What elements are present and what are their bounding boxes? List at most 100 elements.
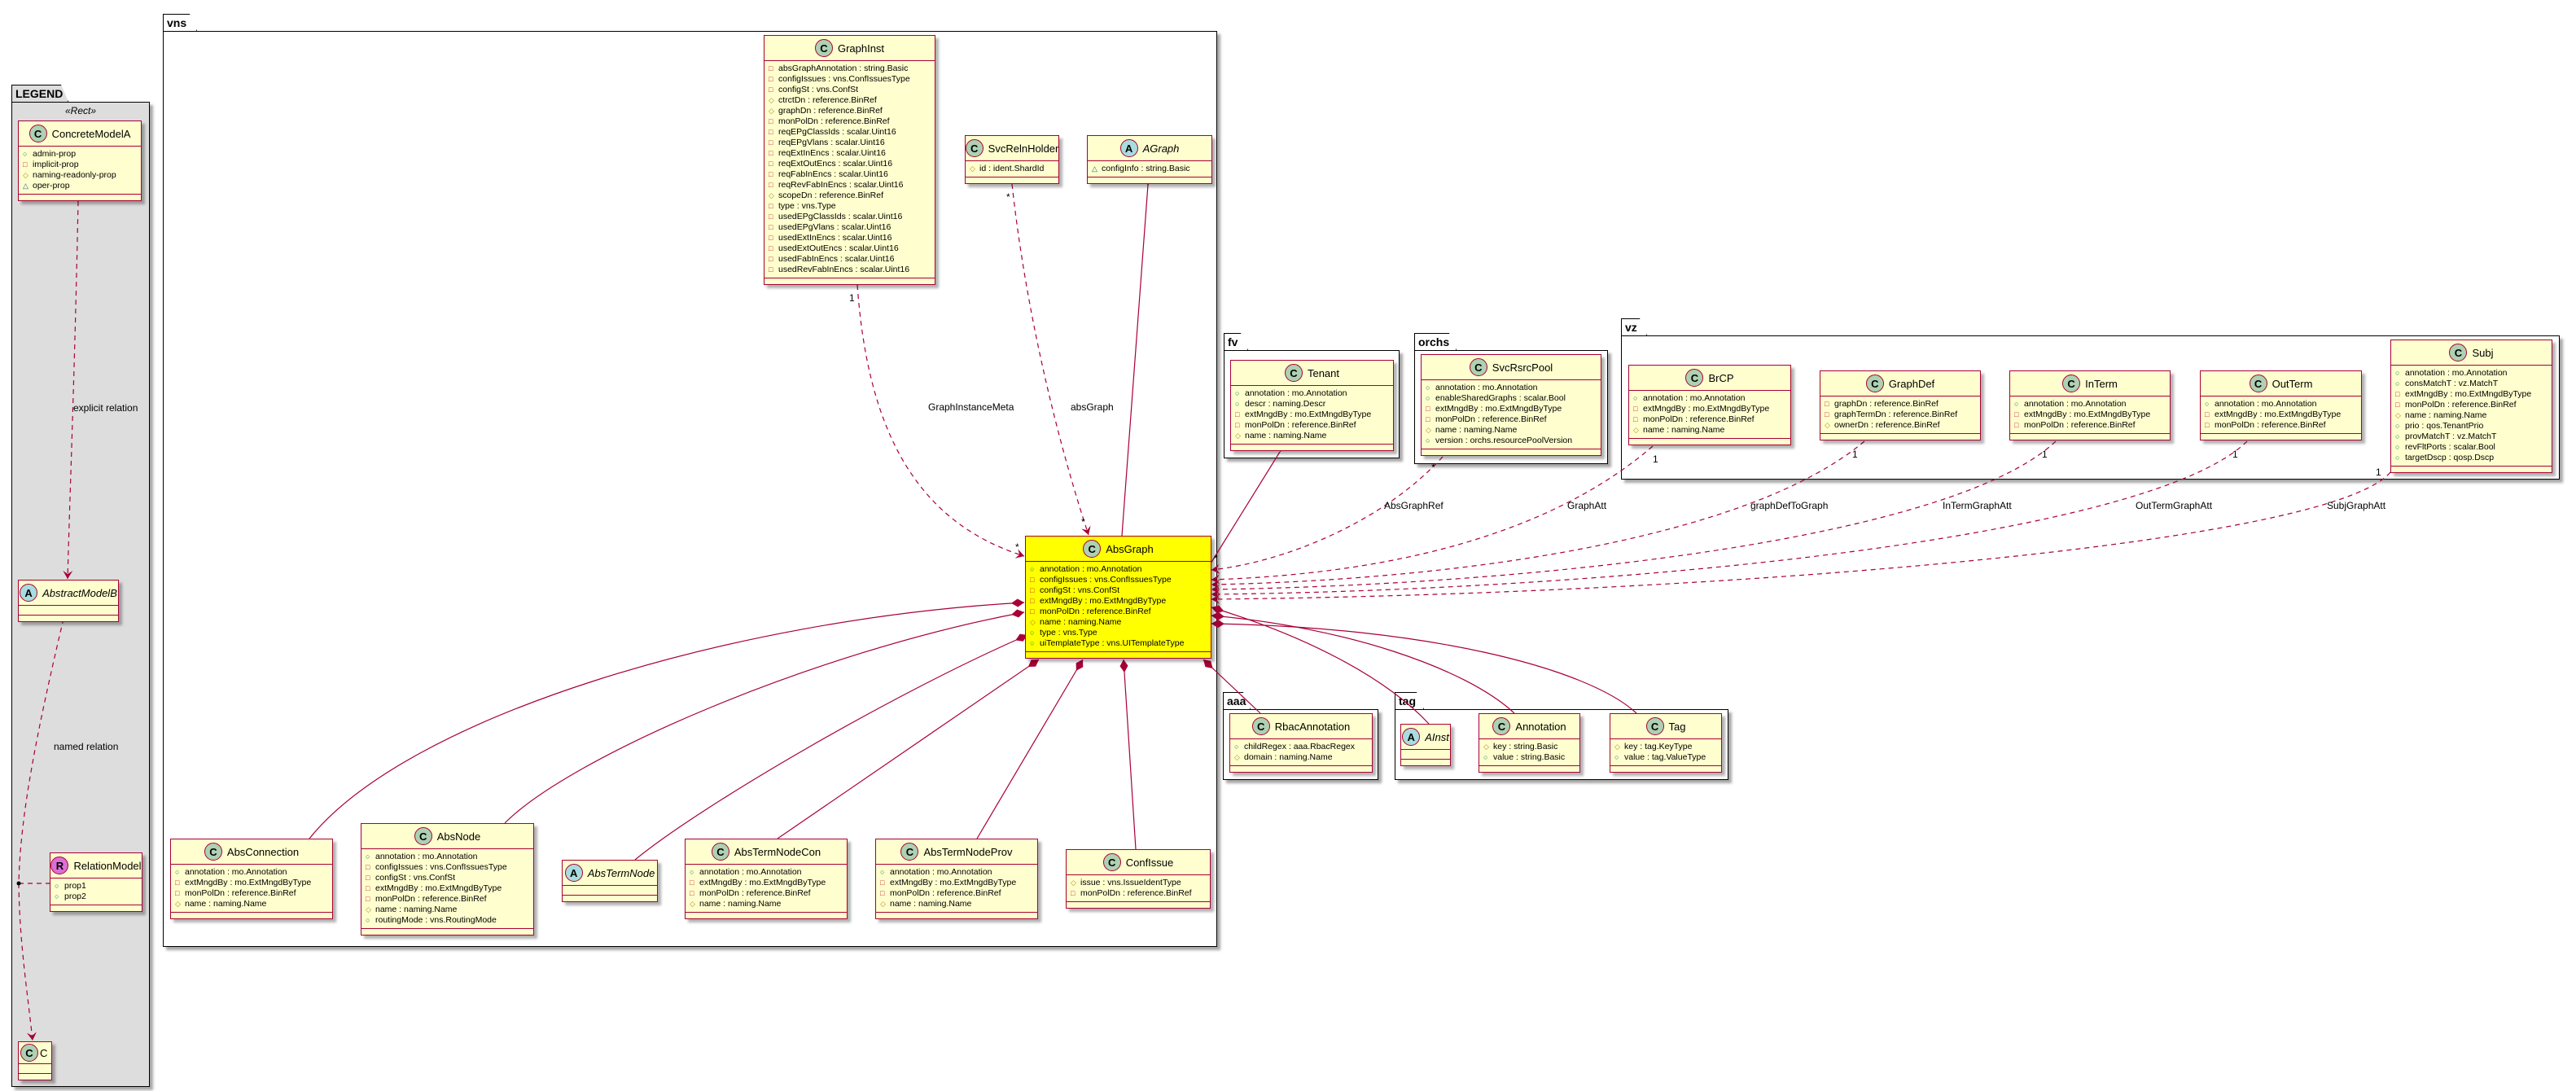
public-visibility-icon: ○ bbox=[1030, 639, 1035, 647]
attribute-text: naming-readonly-prop bbox=[33, 170, 116, 180]
method-list bbox=[19, 616, 118, 621]
attribute-row: ◇issue : vns.IssueIdentType bbox=[1071, 878, 1206, 888]
method-list bbox=[1479, 766, 1579, 772]
attribute-list: ○annotation : mo.Annotation□extMngdBy : … bbox=[876, 865, 1037, 913]
private-visibility-icon: □ bbox=[1426, 405, 1430, 413]
attribute-row: ○routingMode : vns.RoutingMode bbox=[366, 915, 529, 926]
class-icon: C bbox=[966, 139, 984, 157]
attribute-list: ○annotation : mo.Annotation□extMngdBy : … bbox=[1629, 391, 1790, 439]
attribute-text: ownerDn : reference.BinRef bbox=[1834, 420, 1940, 430]
attribute-row: ◇name : naming.Name bbox=[1235, 431, 1389, 441]
protected-visibility-icon: ◇ bbox=[1825, 421, 1830, 429]
class-name: AbsTermNode bbox=[587, 866, 655, 879]
class-icon: C bbox=[414, 827, 432, 845]
attribute-text: revFltPorts : scalar.Bool bbox=[2405, 442, 2495, 452]
public-visibility-icon: ○ bbox=[175, 868, 180, 876]
public-visibility-icon: ○ bbox=[1030, 629, 1035, 637]
class-name: GraphDef bbox=[1888, 377, 1935, 390]
class-icon: C bbox=[814, 39, 833, 57]
private-visibility-icon: □ bbox=[769, 181, 773, 189]
method-list bbox=[2201, 434, 2361, 440]
label-graph-def-to-graph: graphDefToGraph bbox=[1750, 500, 1828, 511]
attribute-text: extMngdBy : mo.ExtMngdByType bbox=[2024, 410, 2151, 419]
class-icon: C bbox=[2062, 375, 2081, 392]
attribute-row: ○consMatchT : vz.MatchT bbox=[2395, 379, 2548, 389]
attribute-text: reqExtOutEncs : scalar.Uint16 bbox=[778, 159, 893, 169]
attribute-row: ○annotation : mo.Annotation bbox=[1633, 393, 1786, 404]
attribute-text: extMngdBy : mo.ExtMngdByType bbox=[2405, 389, 2532, 399]
attribute-row: ◇name : naming.Name bbox=[175, 899, 328, 909]
attribute-text: issue : vns.IssueIdentType bbox=[1080, 878, 1181, 887]
attribute-text: annotation : mo.Annotation bbox=[699, 867, 802, 877]
attribute-row: □extMngdBy : mo.ExtMngdByType bbox=[880, 878, 1033, 888]
method-list bbox=[764, 278, 935, 284]
private-visibility-icon: □ bbox=[2014, 410, 2019, 418]
attribute-list: ◇key : string.Basic○ value : string.Basic bbox=[1479, 739, 1579, 766]
attribute-text: configSt : vns.ConfSt bbox=[1040, 585, 1120, 595]
attribute-row: ○prop2 bbox=[55, 892, 138, 902]
attribute-text: graphTermDn : reference.BinRef bbox=[1834, 410, 1958, 419]
method-list bbox=[1422, 449, 1601, 455]
private-visibility-icon: □ bbox=[690, 889, 694, 897]
attribute-row: □extMngdBy : mo.ExtMngdByType bbox=[366, 883, 529, 894]
attribute-row: ○annotation : mo.Annotation bbox=[2014, 399, 2166, 410]
attribute-row: □reqFabInEncs : scalar.Uint16 bbox=[769, 169, 931, 180]
protected-visibility-icon: ◇ bbox=[2395, 411, 2401, 419]
attribute-text: monPolDn : reference.BinRef bbox=[2215, 420, 2326, 430]
package-legend-label: LEGEND bbox=[15, 87, 64, 100]
private-visibility-icon: □ bbox=[769, 117, 773, 125]
label-out-term-graph-att: OutTermGraphAtt bbox=[2136, 500, 2213, 511]
package-tag-label: tag bbox=[1399, 694, 1416, 708]
attribute-text: annotation : mo.Annotation bbox=[2024, 399, 2127, 409]
class-name: GraphInst bbox=[837, 42, 885, 55]
class-icon: C bbox=[1865, 375, 1884, 392]
attribute-text: value : string.Basic bbox=[1493, 752, 1566, 762]
attribute-text: extMngdBy : mo.ExtMngdByType bbox=[185, 878, 312, 887]
attribute-text: admin-prop bbox=[33, 149, 77, 159]
private-visibility-icon: □ bbox=[769, 202, 773, 210]
attribute-row: □usedEPgVlans : scalar.Uint16 bbox=[769, 222, 931, 233]
private-visibility-icon: □ bbox=[1071, 889, 1076, 897]
public-visibility-icon: ○ bbox=[1426, 383, 1430, 392]
attribute-row: ◇key : string.Basic bbox=[1483, 742, 1575, 752]
attribute-row: □extMngdBy : mo.ExtMngdByType bbox=[1633, 404, 1786, 414]
class-icon: C bbox=[2449, 344, 2468, 361]
public-visibility-icon: ○ bbox=[1483, 753, 1488, 761]
attribute-row: ◇name : naming.Name bbox=[2395, 410, 2548, 421]
attribute-text: extMngdBy : mo.ExtMngdByType bbox=[699, 878, 826, 887]
public-visibility-icon: ○ bbox=[1426, 436, 1430, 445]
attribute-text: extMngdBy : mo.ExtMngdByType bbox=[1435, 404, 1562, 414]
attribute-text: monPolDn : reference.BinRef bbox=[1643, 414, 1755, 424]
package-visibility-icon: △ bbox=[23, 182, 28, 190]
attribute-text: annotation : mo.Annotation bbox=[375, 852, 478, 861]
attribute-row: ◇name : naming.Name bbox=[1633, 425, 1786, 436]
